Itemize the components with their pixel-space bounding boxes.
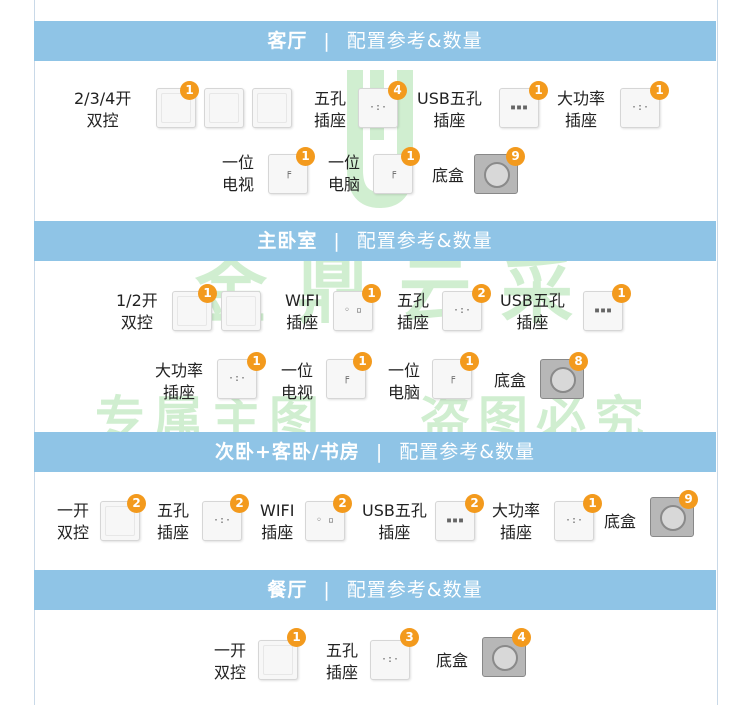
quantity-badge: 9 xyxy=(679,490,698,509)
item-label: 一位电脑 xyxy=(388,361,421,402)
item-label: 一开双控 xyxy=(214,641,247,682)
quantity-badge: 1 xyxy=(401,147,420,166)
quantity-badge: 1 xyxy=(460,352,479,371)
quantity-badge: 1 xyxy=(180,81,199,100)
quantity-badge: 8 xyxy=(569,352,588,371)
back-box-icon xyxy=(650,497,694,537)
computer-socket-icon: ╒ xyxy=(432,359,472,399)
item-label: 底盒 xyxy=(494,371,527,390)
quantity-badge: 1 xyxy=(198,284,217,303)
quantity-badge: 4 xyxy=(388,81,407,100)
section-header-secondary-bedroom: 次卧+客卧/书房|配置参考&数量 xyxy=(34,432,716,472)
quantity-badge: 1 xyxy=(529,81,548,100)
section-header-living-room: 客厅|配置参考&数量 xyxy=(34,21,716,61)
item-label: 一位电视 xyxy=(222,153,255,194)
item-label: 底盒 xyxy=(604,512,637,531)
quantity-badge: 1 xyxy=(353,352,372,371)
quantity-badge: 2 xyxy=(230,494,249,513)
quantity-badge: 1 xyxy=(650,81,669,100)
section-header-master-bedroom: 主卧室|配置参考&数量 xyxy=(34,221,716,261)
quantity-badge: 1 xyxy=(296,147,315,166)
switch-panel-icon xyxy=(258,640,298,680)
item-label: 一位电视 xyxy=(281,361,314,402)
switch-panel-icon xyxy=(252,88,292,128)
page-frame xyxy=(34,0,718,705)
quantity-badge: 1 xyxy=(583,494,602,513)
switch-panel-icon xyxy=(204,88,244,128)
item-label: 底盒 xyxy=(432,166,465,185)
item-label: 大功率插座 xyxy=(492,501,541,542)
high-power-socket-icon: ·:· xyxy=(217,359,257,399)
switch-panel-icon xyxy=(221,291,261,331)
item-label: USB五孔插座 xyxy=(500,291,565,332)
quantity-badge: 1 xyxy=(362,284,381,303)
item-label: 大功率插座 xyxy=(557,89,606,130)
quantity-badge: 2 xyxy=(465,494,484,513)
quantity-badge: 2 xyxy=(472,284,491,303)
quantity-badge: 2 xyxy=(333,494,352,513)
quantity-badge: 2 xyxy=(127,494,146,513)
item-label: 五孔插座 xyxy=(314,89,347,130)
item-label: 一开双控 xyxy=(57,501,90,542)
quantity-badge: 1 xyxy=(247,352,266,371)
five-hole-socket-icon: ·:· xyxy=(442,291,482,331)
quantity-badge: 1 xyxy=(612,284,631,303)
item-label: 五孔插座 xyxy=(326,641,359,682)
section-header-dining-room: 餐厅|配置参考&数量 xyxy=(34,570,716,610)
item-label: 1/2开双控 xyxy=(116,291,158,332)
item-label: USB五孔插座 xyxy=(362,501,427,542)
quantity-badge: 3 xyxy=(400,628,419,647)
quantity-badge: 1 xyxy=(287,628,306,647)
item-label: 一位电脑 xyxy=(328,153,361,194)
quantity-badge: 9 xyxy=(506,147,525,166)
five-hole-socket-icon: ·:· xyxy=(358,88,398,128)
item-label: 五孔插座 xyxy=(157,501,190,542)
five-hole-socket-icon: ·:· xyxy=(370,640,410,680)
item-label: 大功率插座 xyxy=(155,361,204,402)
item-label: 底盒 xyxy=(436,651,469,670)
back-box-icon xyxy=(474,154,518,194)
logo-j-watermark-icon xyxy=(347,70,413,209)
quantity-badge: 4 xyxy=(512,628,531,647)
back-box-icon xyxy=(482,637,526,677)
item-label: 五孔插座 xyxy=(397,291,430,332)
item-label: USB五孔插座 xyxy=(417,89,482,130)
item-label: 2/3/4开双控 xyxy=(74,89,132,130)
